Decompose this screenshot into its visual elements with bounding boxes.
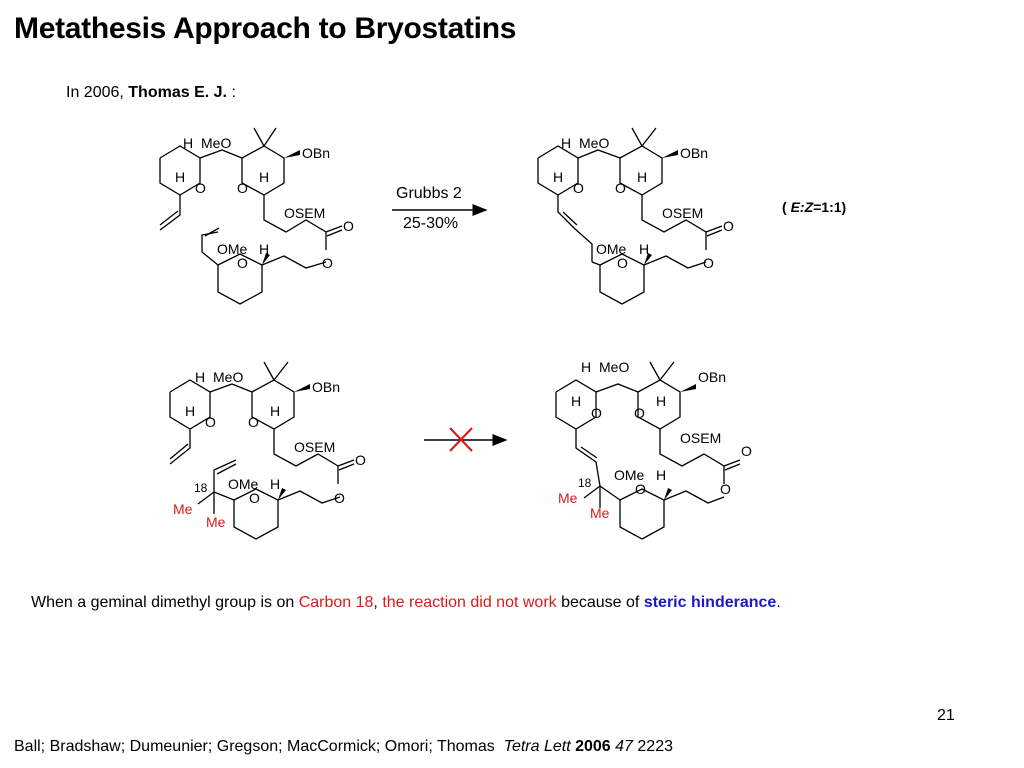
intro-suffix: : — [231, 84, 236, 101]
label-ome: OMe — [614, 467, 645, 483]
label-osem: OSEM — [294, 439, 335, 455]
label-o: O — [635, 481, 646, 497]
label-h: H — [270, 476, 280, 492]
failed-reaction-arrow — [424, 427, 508, 452]
citation-journal: Tetra Lett — [503, 738, 571, 755]
label-obn: OBn — [680, 145, 708, 161]
intro-line: In 2006, Thomas E. J. : — [66, 84, 236, 102]
summary-reason: steric hinderance — [643, 594, 777, 611]
label-h: H — [185, 403, 195, 419]
starting-diene-structure: H MeO OBn H O O H OSEM O OMe H O O — [159, 127, 354, 305]
methyl-label: Me — [558, 490, 578, 506]
ez-value: =1:1) — [813, 199, 847, 215]
carbon-18-label: 18 — [194, 481, 208, 495]
citation-authors: Ball; Bradshaw; Dumeunier; Gregson; MacC… — [14, 738, 495, 755]
label-o: O — [334, 490, 345, 506]
summary-period: . — [776, 594, 781, 611]
label-o: O — [615, 180, 626, 196]
label-meo: MeO — [213, 369, 243, 385]
ez-open: ( — [782, 199, 787, 215]
yield-label: 25-30% — [403, 215, 458, 232]
label-h: H — [637, 169, 647, 185]
citation-year: 2006 — [575, 738, 611, 755]
label-obn: OBn — [302, 145, 330, 161]
label-o: O — [343, 218, 354, 234]
label-ome: OMe — [228, 476, 259, 492]
label-h: H — [553, 169, 563, 185]
label-ome: OMe — [217, 241, 248, 257]
label-o: O — [237, 255, 248, 271]
label-h: H — [183, 135, 193, 151]
label-o: O — [237, 180, 248, 196]
gem-dimethyl-diene-structure: H MeO OBn H O O H OSEM O OMe H O O 18 Me… — [169, 361, 366, 540]
slide-title: Metathesis Approach to Bryostatins — [14, 12, 517, 45]
label-h: H — [571, 393, 581, 409]
label-h: H — [259, 241, 269, 257]
label-o: O — [703, 255, 714, 271]
label-o: O — [591, 405, 602, 421]
carbon-18-label: 18 — [578, 476, 592, 490]
summary-carbon: Carbon 18 — [298, 594, 374, 611]
summary-part1: When a geminal dimethyl group is on — [31, 594, 299, 611]
methyl-label: Me — [206, 514, 226, 530]
intro-author: Thomas E. J. — [128, 84, 227, 101]
label-h: H — [656, 467, 666, 483]
label-meo: MeO — [579, 135, 609, 151]
label-meo: MeO — [201, 135, 231, 151]
label-o: O — [248, 414, 259, 430]
label-h: H — [581, 359, 591, 375]
summary-part2: because of — [556, 594, 644, 611]
label-meo: MeO — [599, 359, 629, 375]
label-o: O — [634, 405, 645, 421]
label-osem: OSEM — [680, 430, 721, 446]
label-o: O — [355, 452, 366, 468]
citation: Ball; Bradshaw; Dumeunier; Gregson; MacC… — [14, 738, 673, 756]
label-h: H — [195, 369, 205, 385]
label-o: O — [720, 481, 731, 497]
label-o: O — [195, 180, 206, 196]
summary-failed: the reaction did not work — [377, 594, 557, 611]
label-h: H — [270, 403, 280, 419]
intro-prefix: In 2006, — [66, 84, 124, 101]
summary-sentence: When a geminal dimethyl group is on Carb… — [31, 594, 781, 612]
label-obn: OBn — [698, 369, 726, 385]
label-h: H — [259, 169, 269, 185]
label-o: O — [573, 180, 584, 196]
methyl-label: Me — [173, 501, 193, 517]
macrocycle-product-structure: H MeO OBn H O O H OSEM O OMe H O O — [537, 127, 734, 305]
reaction-arrow: Grubbs 2 25-30% — [392, 185, 488, 232]
label-o: O — [322, 255, 333, 271]
label-o: O — [249, 490, 260, 506]
page-number: 21 — [937, 707, 955, 724]
label-h: H — [639, 241, 649, 257]
ez-ratio: ( E:Z=1:1) — [782, 199, 846, 215]
label-obn: OBn — [312, 379, 340, 395]
label-o: O — [741, 443, 752, 459]
label-osem: OSEM — [662, 205, 703, 221]
citation-volume: 47 — [615, 738, 633, 755]
catalyst-label: Grubbs 2 — [396, 185, 462, 202]
label-h: H — [561, 135, 571, 151]
summary-comma: , — [373, 594, 378, 611]
label-o: O — [205, 414, 216, 430]
label-o: O — [723, 218, 734, 234]
label-h: H — [656, 393, 666, 409]
label-osem: OSEM — [284, 205, 325, 221]
citation-page: 2223 — [637, 738, 673, 755]
label-o: O — [617, 255, 628, 271]
label-ome: OMe — [596, 241, 627, 257]
label-h: H — [175, 169, 185, 185]
ez-label: E:Z — [790, 199, 814, 215]
methyl-label: Me — [590, 505, 610, 521]
target-macrocycle-structure: H MeO OBn H O O H OSEM O OMe H O O 18 Me… — [555, 359, 752, 540]
